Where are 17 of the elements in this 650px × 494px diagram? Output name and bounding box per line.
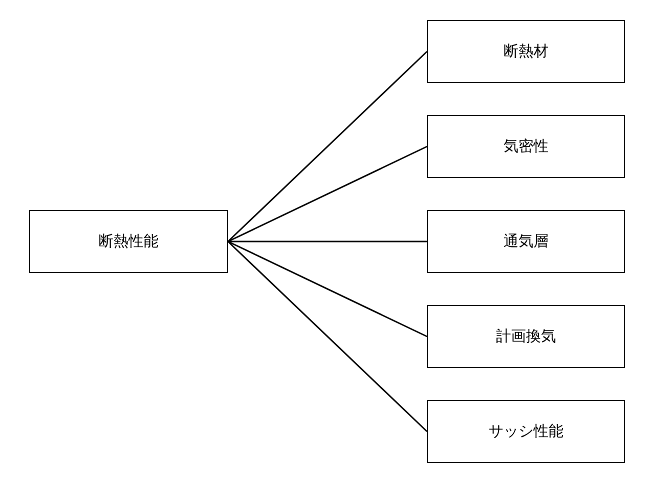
box-label: 断熱材: [504, 42, 548, 61]
box-label: 気密性: [504, 137, 548, 156]
box-label: 断熱性能: [98, 232, 158, 251]
process-box: [29, 210, 228, 273]
connector-line: [227, 240, 428, 432]
process-box: [427, 210, 625, 273]
process-box: [427, 115, 625, 178]
process-box: [427, 305, 625, 368]
box-label: 通気層: [504, 232, 548, 251]
connector-line: [228, 146, 428, 242]
process-box: [427, 20, 625, 83]
process-box: [427, 400, 625, 463]
box-label: 計画換気: [496, 327, 556, 346]
connector-line: [228, 240, 428, 338]
connector-line: [227, 50, 428, 242]
box-label: サッシ性能: [488, 422, 564, 441]
connector-line: [228, 240, 427, 242]
